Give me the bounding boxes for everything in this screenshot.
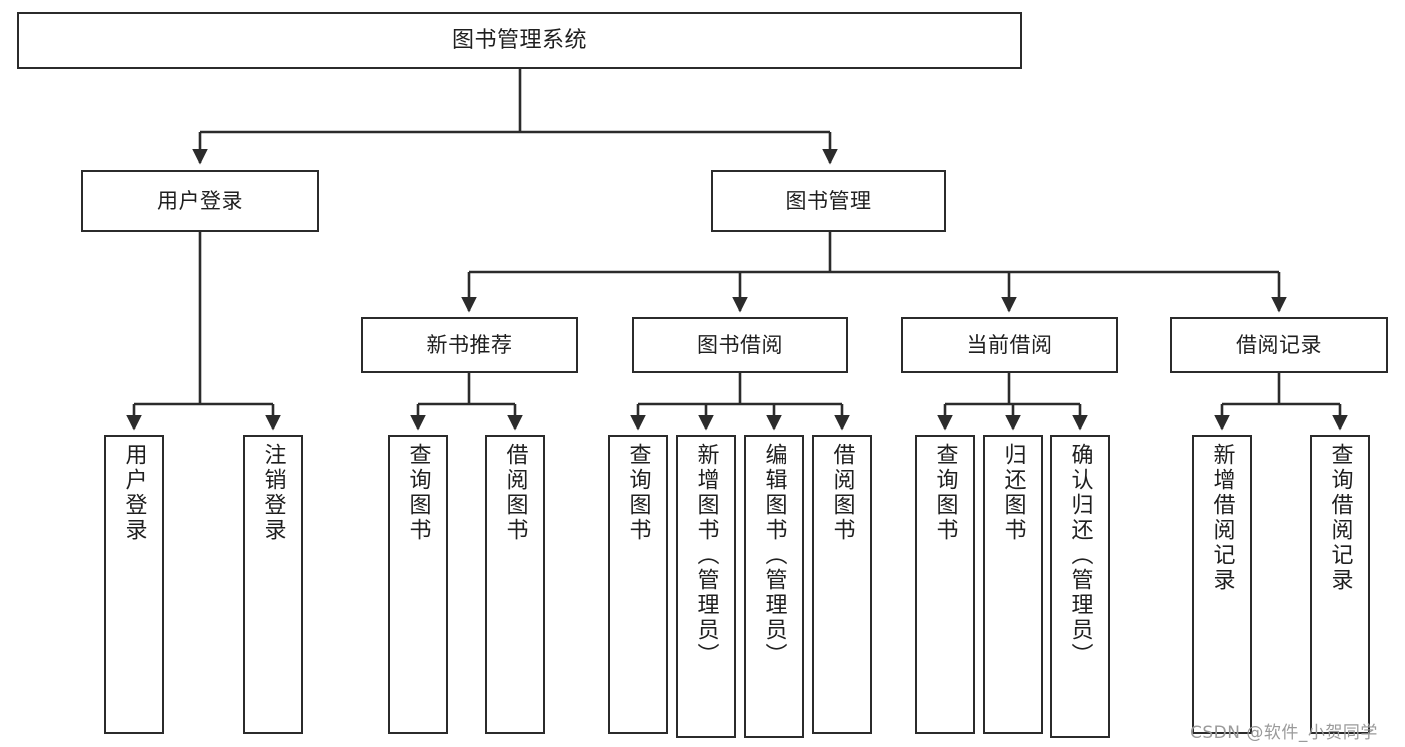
csdn-watermark: CSDN @软件_小贺同学 bbox=[1190, 723, 1378, 743]
leaf-edit-book-admin[interactable]: 编辑图书（管理员） bbox=[744, 435, 804, 738]
leaf-return-book-label: 归还图书 bbox=[1000, 443, 1026, 543]
leaf-user-login[interactable]: 用户登录 bbox=[104, 435, 164, 734]
leaf-logout-label: 注销登录 bbox=[260, 443, 286, 543]
node-borrow-record[interactable]: 借阅记录 bbox=[1170, 317, 1388, 373]
leaf-query-book-3[interactable]: 查询图书 bbox=[915, 435, 975, 734]
leaf-query-borrow-record-label: 查询借阅记录 bbox=[1327, 443, 1353, 593]
leaf-confirm-return-admin-label: 确认归还（管理员） bbox=[1067, 443, 1093, 668]
leaf-user-login-label: 用户登录 bbox=[121, 443, 147, 543]
node-borrow-record-label: 借阅记录 bbox=[1236, 332, 1322, 357]
leaf-borrow-book-1-label: 借阅图书 bbox=[502, 443, 528, 543]
leaf-borrow-book-2-label: 借阅图书 bbox=[829, 443, 855, 543]
leaf-add-book-admin[interactable]: 新增图书（管理员） bbox=[676, 435, 736, 738]
leaf-add-borrow-record[interactable]: 新增借阅记录 bbox=[1192, 435, 1252, 734]
node-current-borrow-label: 当前借阅 bbox=[966, 332, 1053, 357]
leaf-confirm-return-admin[interactable]: 确认归还（管理员） bbox=[1050, 435, 1110, 738]
node-book-borrow-label: 图书借阅 bbox=[697, 332, 783, 357]
leaf-borrow-book-2[interactable]: 借阅图书 bbox=[812, 435, 872, 734]
leaf-query-book-2[interactable]: 查询图书 bbox=[608, 435, 668, 734]
leaf-query-borrow-record[interactable]: 查询借阅记录 bbox=[1310, 435, 1370, 734]
leaf-query-book-3-label: 查询图书 bbox=[932, 443, 958, 543]
node-user-login-label: 用户登录 bbox=[157, 188, 243, 213]
node-current-borrow[interactable]: 当前借阅 bbox=[901, 317, 1118, 373]
leaf-borrow-book-1[interactable]: 借阅图书 bbox=[485, 435, 545, 734]
leaf-query-book-1[interactable]: 查询图书 bbox=[388, 435, 448, 734]
node-new-book-recommend[interactable]: 新书推荐 bbox=[361, 317, 578, 373]
leaf-return-book[interactable]: 归还图书 bbox=[983, 435, 1043, 734]
node-root-label: 图书管理系统 bbox=[451, 27, 587, 53]
node-new-book-recommend-label: 新书推荐 bbox=[426, 332, 513, 357]
leaf-query-book-1-label: 查询图书 bbox=[405, 443, 431, 543]
leaf-logout[interactable]: 注销登录 bbox=[243, 435, 303, 734]
node-root[interactable]: 图书管理系统 bbox=[17, 12, 1022, 69]
leaf-query-book-2-label: 查询图书 bbox=[625, 443, 651, 543]
node-user-login[interactable]: 用户登录 bbox=[81, 170, 319, 232]
leaf-add-book-admin-label: 新增图书（管理员） bbox=[693, 443, 719, 668]
node-book-borrow[interactable]: 图书借阅 bbox=[632, 317, 848, 373]
leaf-edit-book-admin-label: 编辑图书（管理员） bbox=[761, 443, 787, 668]
node-book-management-label: 图书管理 bbox=[785, 188, 872, 213]
leaf-add-borrow-record-label: 新增借阅记录 bbox=[1209, 443, 1235, 593]
node-book-management[interactable]: 图书管理 bbox=[711, 170, 946, 232]
